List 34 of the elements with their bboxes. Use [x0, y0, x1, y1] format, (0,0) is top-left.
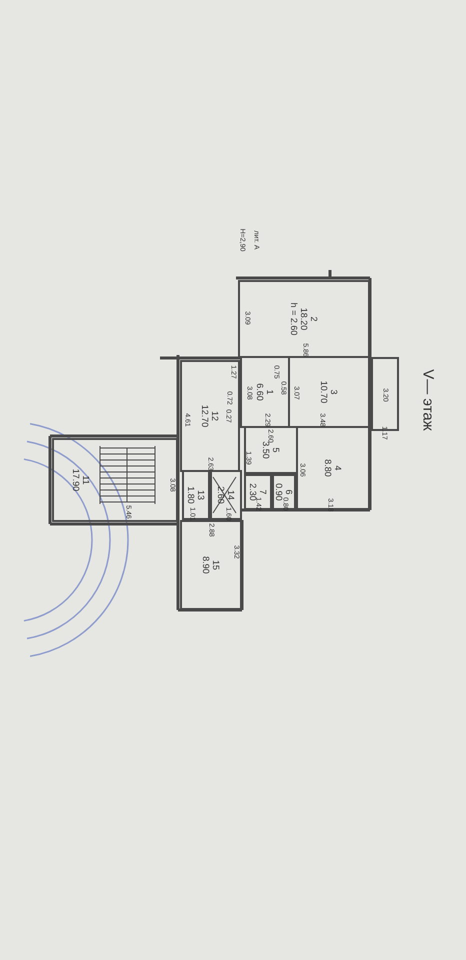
room-area: 2.60: [216, 486, 226, 504]
room-number: 12: [210, 410, 220, 423]
room-outline: [238, 280, 370, 358]
room-number: 2: [309, 315, 319, 324]
room-number: 14: [226, 488, 236, 502]
room-area: 2.30: [248, 483, 258, 501]
room-outline: [52, 438, 178, 522]
room-outline: [180, 520, 242, 610]
room-outline: [244, 426, 298, 474]
room-area: 1.80: [186, 486, 196, 504]
room-area: 10.70: [319, 380, 329, 404]
ceiling-height: h = 2.60: [289, 302, 299, 336]
room-outline: [296, 426, 370, 510]
room-outline: [182, 470, 210, 520]
room-number: 3: [329, 388, 339, 396]
room-outline: [180, 360, 240, 472]
room-area: 18.20: [299, 302, 309, 336]
room-area: 8.80: [323, 459, 333, 477]
room-outline: [210, 470, 242, 520]
room-number: 13: [196, 488, 206, 502]
room-area: 8.90: [201, 556, 211, 574]
room-outline: [244, 474, 272, 510]
room-number: 11: [80, 474, 91, 487]
room-area: 12.70: [200, 404, 210, 428]
room-area: 0.90: [274, 483, 284, 501]
room-area: 3.50: [261, 441, 271, 459]
room-number: 5: [271, 446, 281, 454]
room-area: 17.90: [70, 468, 81, 492]
room-number: 15: [211, 558, 221, 572]
room-number: 4: [333, 464, 343, 472]
floor-title: V— этаж: [420, 369, 436, 431]
room-area: 6.60: [255, 383, 265, 401]
room-outline: [272, 474, 296, 510]
room-number: 1: [265, 388, 275, 396]
